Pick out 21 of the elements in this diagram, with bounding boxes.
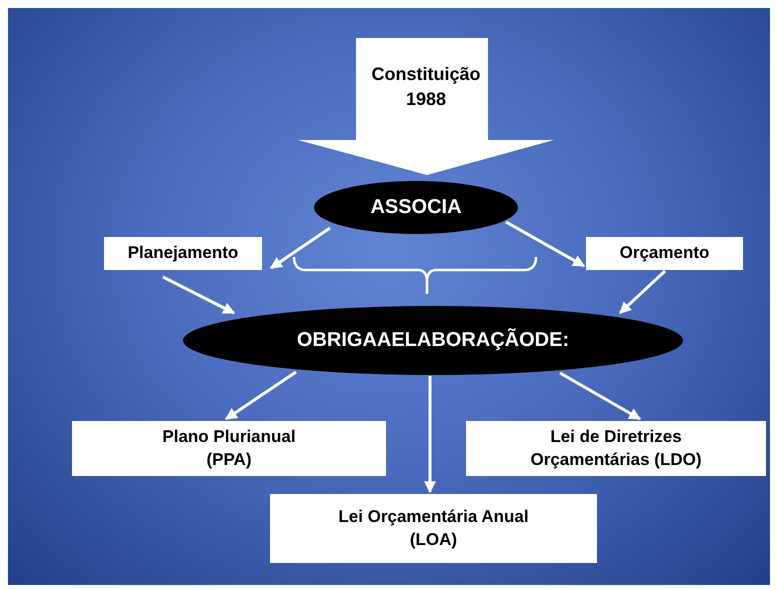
label-box — [466, 421, 766, 476]
arrow — [424, 376, 436, 494]
node-text: Plano Plurianual (PPA) — [161, 426, 297, 470]
arrow — [162, 276, 236, 314]
node-text: Planejamento — [128, 242, 238, 264]
node-text: Orçamento — [620, 242, 710, 264]
node-text: ASSOCIA — [370, 196, 462, 219]
arrow — [225, 370, 297, 420]
arrow — [559, 372, 642, 420]
node-text: Constituição 1988 — [370, 63, 482, 110]
node-text: Lei de Diretrizes Orçamentárias (LDO) — [530, 426, 702, 470]
label-box — [586, 237, 743, 270]
arrow — [505, 220, 586, 268]
label-box — [104, 237, 262, 270]
arrow — [618, 270, 666, 314]
label-box — [270, 494, 597, 563]
node-text: Lei Orçamentária Anual (LOA) — [337, 506, 530, 550]
block-arrow — [298, 38, 554, 175]
label-box — [72, 421, 386, 476]
arrow — [270, 226, 331, 270]
node-text: OBRIGAAELABORAÇÃODE: — [296, 329, 570, 352]
